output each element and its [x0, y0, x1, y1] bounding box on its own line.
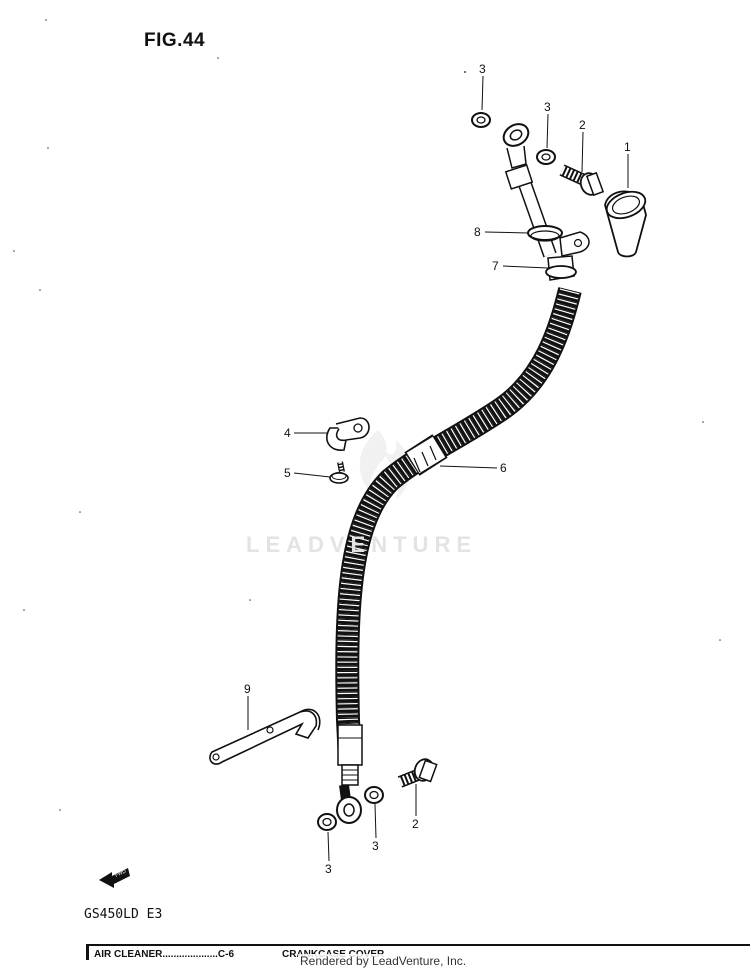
brake-hose: [335, 287, 582, 786]
svg-text:FWD: FWD: [114, 868, 127, 878]
callout-3: 3: [372, 839, 379, 853]
callout-4: 6: [500, 461, 507, 475]
callout-8: 4: [284, 426, 291, 440]
fwd-arrow-icon: FWD: [99, 868, 130, 888]
clamp-part-8: [326, 417, 370, 451]
callout-1: 1: [624, 140, 631, 154]
bracket-part-7: [209, 708, 321, 765]
callout-9: 5: [284, 466, 291, 480]
callout-5: 7: [492, 259, 499, 273]
callout-7: 9: [244, 682, 251, 696]
footer-bar: [86, 946, 89, 960]
render-credit: Rendered by LeadVenture, Inc.: [298, 954, 469, 968]
cap-part-1: [604, 190, 647, 258]
footer-item-air-cleaner: AIR CLEANER....................C-6: [94, 949, 235, 960]
callout-3: 3: [544, 100, 551, 114]
callout-2: 2: [579, 118, 586, 132]
scan-speckles: [13, 19, 721, 811]
bolt-part-2-bottom: [397, 758, 438, 788]
leader-lines: [247, 75, 629, 862]
watermark-text: LEADVENTURE: [246, 532, 478, 557]
upper-hose-fitting: [502, 123, 590, 281]
bolt-part-2-top: [559, 164, 605, 197]
figure-title: FIG.44: [144, 30, 206, 51]
model-label: GS450LD E3: [84, 907, 163, 922]
callout-3: 3: [479, 62, 486, 76]
lower-banjo-fitting: [336, 784, 362, 824]
screw-part-9: [329, 461, 349, 484]
callout-3: 3: [325, 862, 332, 876]
callout-2: 2: [412, 817, 419, 831]
washer-part-3: [317, 112, 556, 831]
callout-6: 8: [474, 225, 481, 239]
